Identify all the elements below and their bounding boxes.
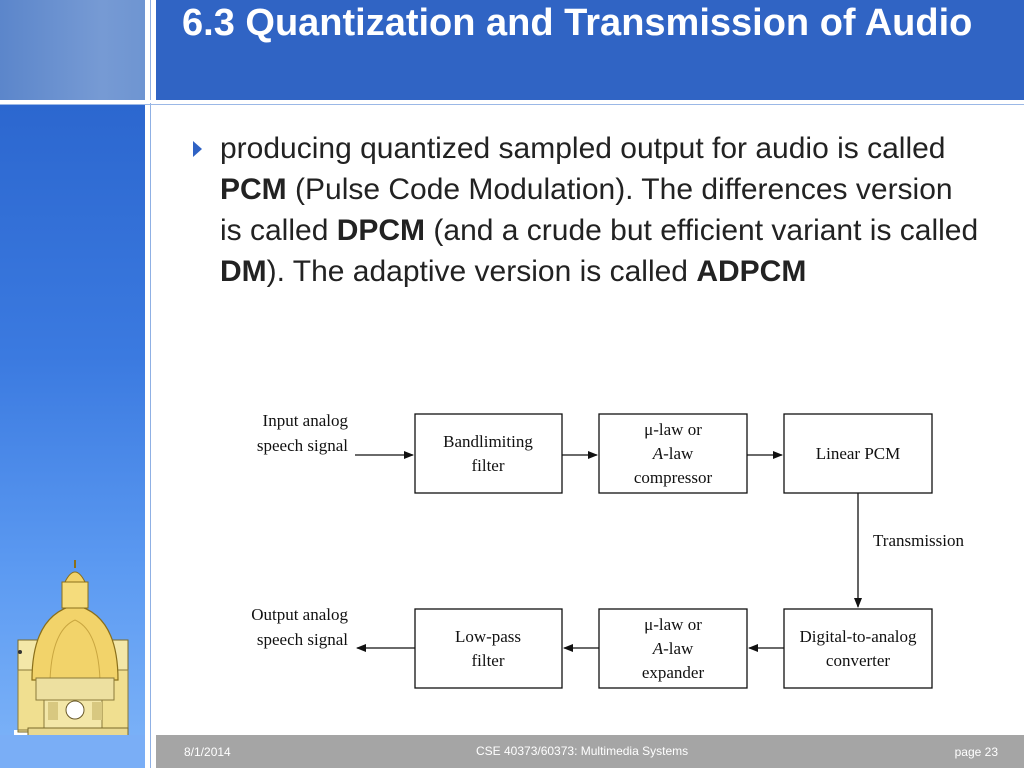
transmission-label: Transmission bbox=[873, 531, 965, 550]
output-label: speech signal bbox=[257, 630, 348, 649]
bullet-text-part: producing quantized sampled output for a… bbox=[220, 132, 946, 165]
term-dm: DM bbox=[220, 255, 267, 288]
expander-label: A-law bbox=[652, 639, 694, 658]
pcm-block-diagram: Input analog speech signal Output analog… bbox=[251, 411, 965, 689]
bullet-text-part: (Pulse Code Modulation). The differences… bbox=[220, 173, 953, 247]
term-dpcm: DPCM bbox=[336, 214, 426, 247]
divider-vertical bbox=[145, 0, 148, 768]
footer-date: 8/1/2014 bbox=[184, 745, 231, 759]
expander-label: expander bbox=[642, 663, 705, 682]
term-pcm: PCM bbox=[220, 173, 287, 206]
linear-pcm-label: Linear PCM bbox=[816, 444, 901, 463]
dac-label: Digital-to-analog bbox=[799, 627, 917, 646]
bullet-text: producing quantized sampled output for a… bbox=[220, 128, 980, 292]
term-adpcm: ADPCM bbox=[696, 255, 807, 288]
low-pass-filter-label: filter bbox=[471, 651, 504, 670]
title-band bbox=[156, 0, 1024, 100]
bullet-text-part: (and a crude but efficient variant is ca… bbox=[425, 214, 979, 247]
divider-vertical bbox=[154, 0, 156, 768]
footer-left-block bbox=[0, 735, 145, 768]
divider-horizontal bbox=[0, 104, 1024, 105]
dac-label: converter bbox=[826, 651, 891, 670]
compressor-label: A-law bbox=[652, 444, 694, 463]
compressor-box bbox=[598, 413, 748, 494]
divider-horizontal bbox=[0, 100, 1024, 103]
golden-dome-logo bbox=[14, 560, 129, 744]
low-pass-filter-box bbox=[414, 608, 563, 689]
bandlimiting-filter-label: filter bbox=[471, 456, 504, 475]
compressor-label: μ-law or bbox=[644, 420, 702, 439]
footer-bar: 8/1/2014 CSE 40373/60373: Multimedia Sys… bbox=[156, 735, 1024, 768]
dac-box bbox=[783, 608, 933, 689]
bandlimiting-filter-box bbox=[414, 413, 563, 494]
compressor-label: compressor bbox=[634, 468, 713, 487]
bullet-arrow-icon bbox=[193, 141, 202, 157]
low-pass-filter-label: Low-pass bbox=[455, 627, 521, 646]
bandlimiting-filter-label: Bandlimiting bbox=[443, 432, 533, 451]
input-label: speech signal bbox=[257, 436, 348, 455]
slide-title: 6.3 Quantization and Transmission of Aud… bbox=[182, 2, 973, 44]
divider-vertical bbox=[150, 0, 151, 768]
footer-course: CSE 40373/60373: Multimedia Systems bbox=[476, 744, 689, 758]
bullet-text-part: ). The adaptive version is called bbox=[266, 255, 697, 288]
expander-label: μ-law or bbox=[644, 615, 702, 634]
output-label: Output analog bbox=[251, 605, 348, 624]
sidebar-top-panel bbox=[0, 0, 145, 100]
footer-page-number: page 23 bbox=[954, 745, 998, 759]
input-label: Input analog bbox=[263, 411, 349, 430]
